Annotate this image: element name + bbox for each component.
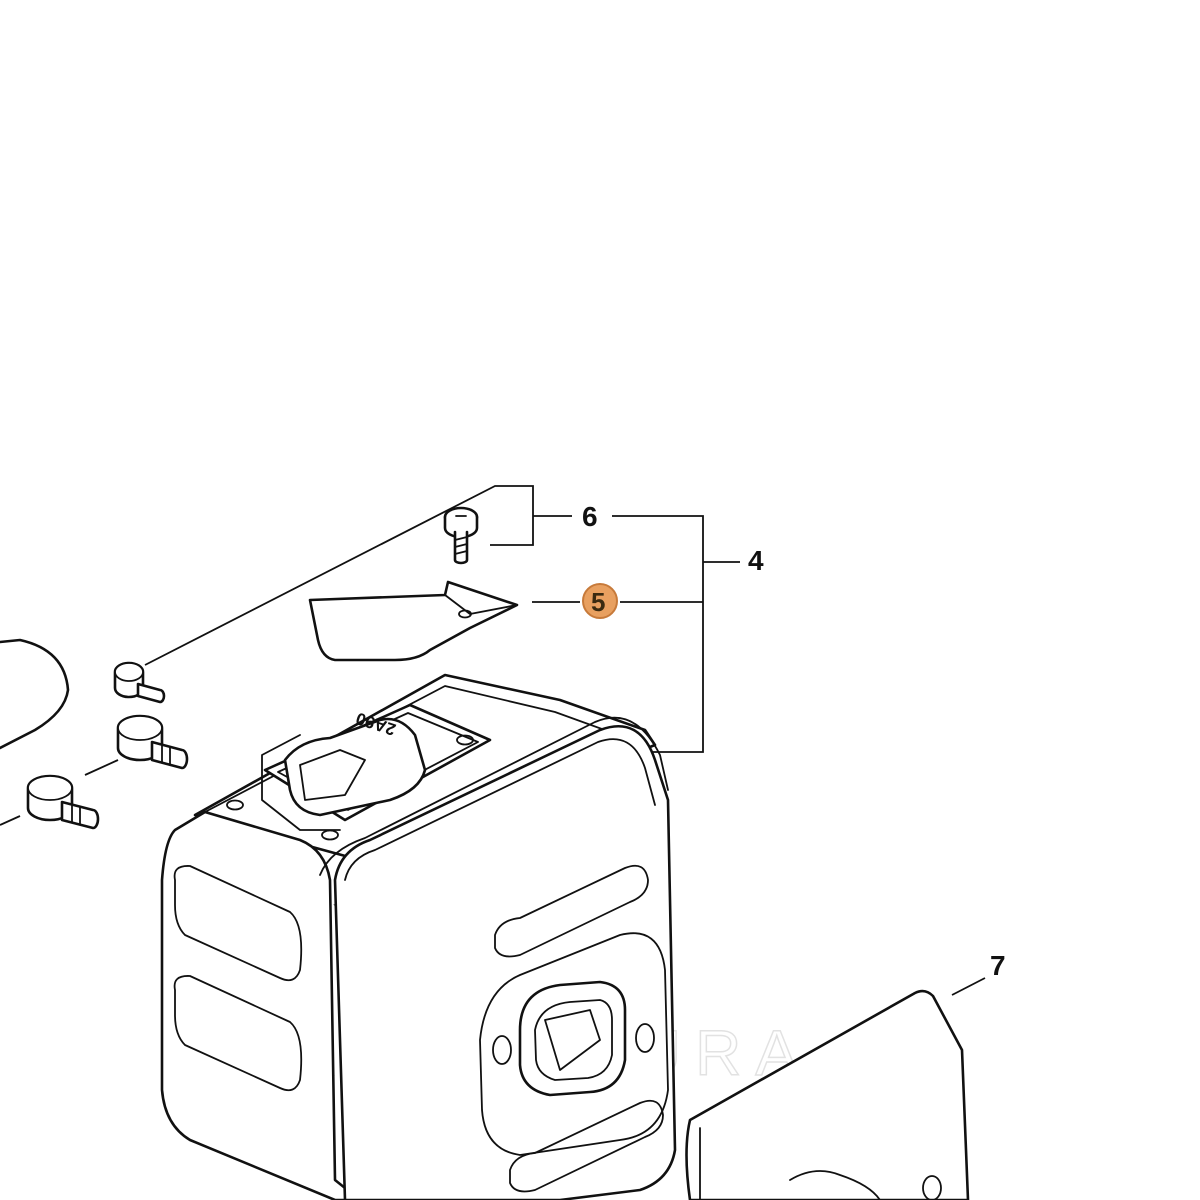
callout-7: 7 — [990, 950, 1006, 981]
screw-part-6 — [443, 506, 479, 565]
bolt-small — [113, 661, 166, 704]
callout-5: 5 — [591, 587, 605, 617]
muffler-part-4: 2A90 — [160, 673, 677, 1200]
leader-lines — [0, 485, 986, 996]
callout-6: 6 — [582, 501, 598, 532]
callout-5-highlight — [582, 583, 618, 619]
heat-shield-part-5 — [308, 580, 519, 662]
gasket-part-7 — [685, 989, 970, 1200]
bolt-large — [26, 774, 100, 830]
callout-4: 4 — [748, 545, 764, 576]
left-edge-part — [0, 638, 70, 750]
bolt-medium — [116, 714, 189, 770]
